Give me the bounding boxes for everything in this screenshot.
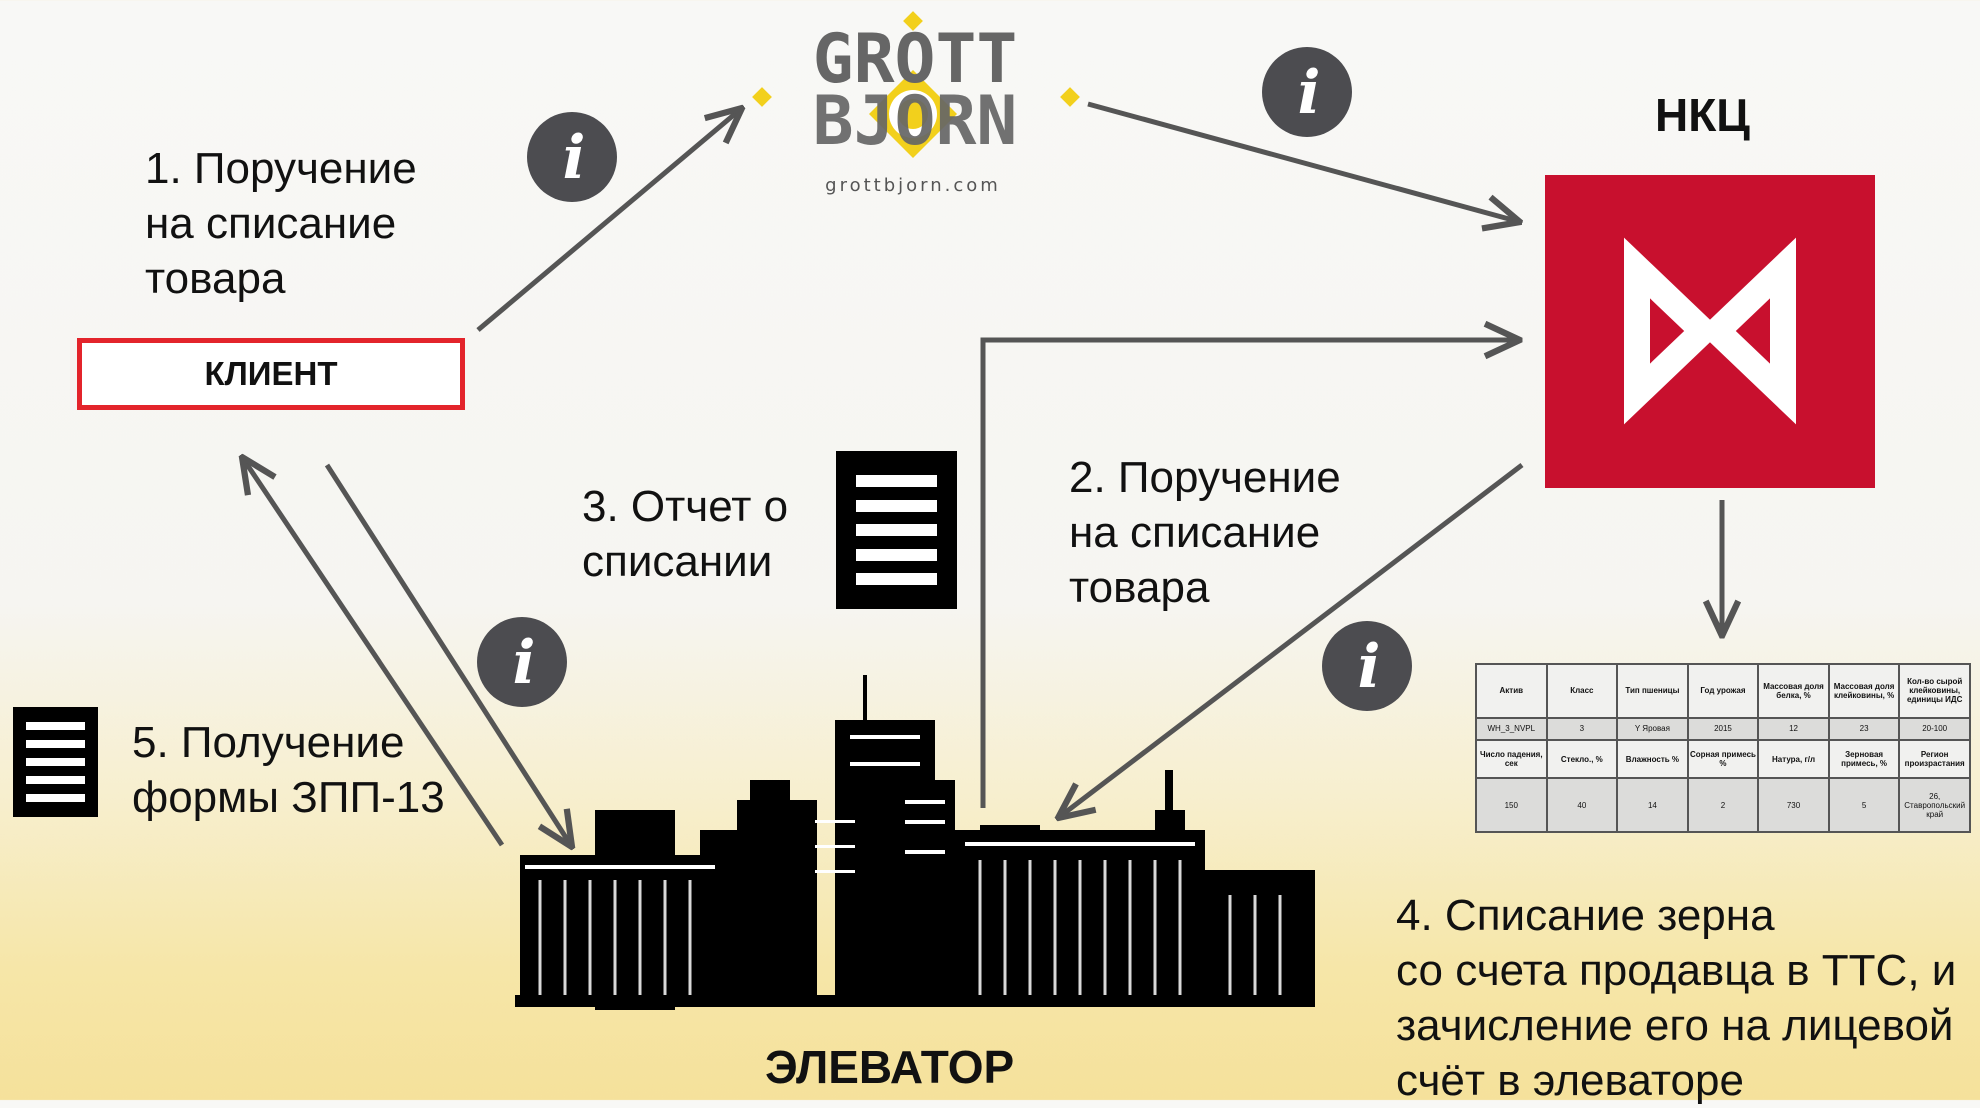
info-glyph: i — [563, 123, 586, 193]
document-icon — [836, 451, 957, 609]
grottbjorn-line1: GROTT — [813, 20, 1018, 99]
arrow-nkc-to-elevator — [1058, 463, 1524, 818]
arrow-elevator-to-client — [242, 457, 505, 847]
grottbjorn-site: grottbjorn.com — [825, 175, 1001, 196]
info-icon[interactable]: i — [527, 112, 617, 202]
arrow-elevator-to-nkc — [980, 340, 1520, 808]
client-box: КЛИЕНТ — [77, 338, 465, 410]
info-icon[interactable]: i — [477, 617, 567, 707]
grottbjorn-line2: BJORN — [813, 82, 1018, 161]
svg-text:i: i — [1358, 632, 1381, 702]
client-label: КЛИЕНТ — [204, 355, 338, 392]
info-glyph: i — [1298, 58, 1321, 128]
elevator-silhouette — [515, 675, 1315, 1010]
svg-text:i: i — [563, 123, 586, 193]
nkc-logo — [1545, 175, 1875, 488]
grottbjorn-emblem: GROTT BJORN grottbjorn.com — [752, 11, 1080, 196]
info-icon[interactable]: i — [1262, 47, 1352, 137]
arrow-client-to-grottbjorn — [476, 108, 742, 332]
svg-text:i: i — [513, 628, 536, 698]
info-glyph: i — [513, 628, 536, 698]
grottbjorn-logo: GROTT BJORN grottbjorn.com — [735, 8, 1095, 200]
nkc-title: НКЦ — [1655, 89, 1750, 141]
elevator-title: ЭЛЕВАТОР — [765, 1041, 1015, 1093]
info-glyph: i — [1358, 632, 1381, 702]
arrow-client-to-elevator — [324, 463, 572, 847]
document-icon — [13, 707, 98, 817]
moex-logo-icon — [1624, 237, 1796, 425]
info-icon[interactable]: i — [1322, 621, 1412, 711]
svg-text:i: i — [1298, 58, 1321, 128]
arrow-grottbjorn-to-nkc — [1087, 101, 1520, 222]
